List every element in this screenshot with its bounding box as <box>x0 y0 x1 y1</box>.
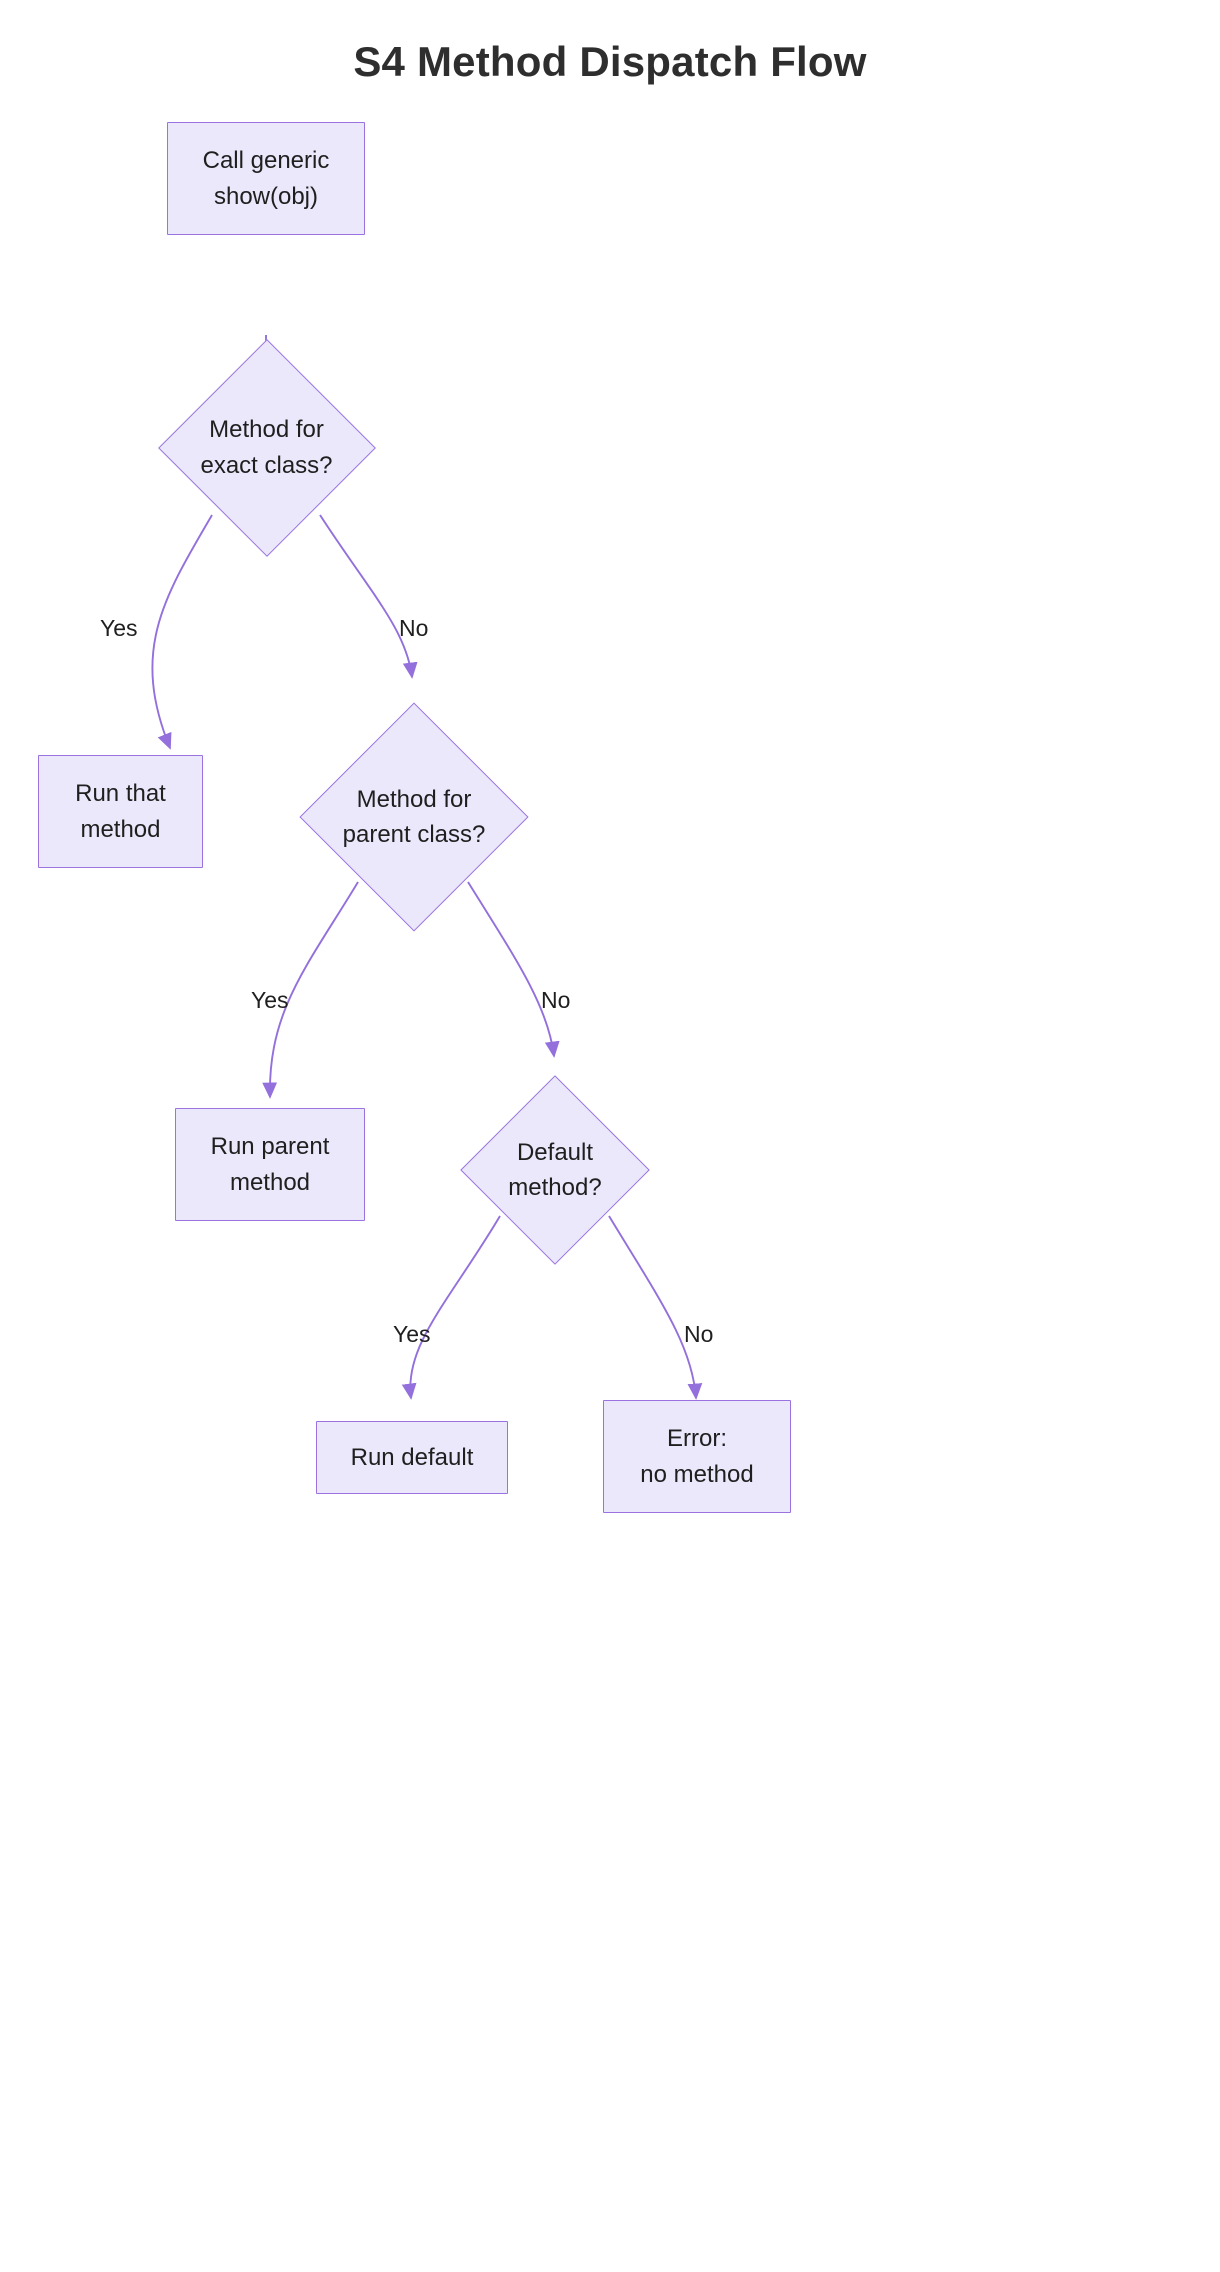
edge-label-exact-no: No <box>399 615 429 641</box>
edge-label-default-no: No <box>684 1321 714 1347</box>
edge-label-parent-no: No <box>541 987 571 1013</box>
node-method-exact-class[interactable]: Method for exact class? <box>157 335 376 560</box>
node-run-that-method[interactable]: Run that method <box>38 755 203 868</box>
node-label: Default method? <box>508 1138 602 1201</box>
node-default-method[interactable]: Default method? <box>460 1075 650 1265</box>
page-title: S4 Method Dispatch Flow <box>353 38 867 85</box>
node-run-parent-method[interactable]: Run parent method <box>175 1108 365 1221</box>
node-call-generic[interactable]: Call generic show(obj) <box>167 122 365 235</box>
node-label: Call generic show(obj) <box>202 147 330 210</box>
node-label: Method for parent class? <box>342 785 486 848</box>
node-label: Run default <box>350 1443 474 1471</box>
node-label: Run that method <box>75 780 166 843</box>
node-label: Error: no method <box>640 1425 754 1488</box>
node-run-default[interactable]: Run default <box>316 1421 508 1494</box>
node-label: Method for exact class? <box>200 416 333 479</box>
node-method-parent-class[interactable]: Method for parent class? <box>298 702 530 932</box>
edge-label-default-yes: Yes <box>393 1321 431 1347</box>
edge-label-exact-yes: Yes <box>100 615 138 641</box>
edge-label-parent-yes: Yes <box>251 987 289 1013</box>
node-label: Run parent method <box>210 1133 330 1196</box>
node-error-no-method[interactable]: Error: no method <box>603 1400 791 1513</box>
